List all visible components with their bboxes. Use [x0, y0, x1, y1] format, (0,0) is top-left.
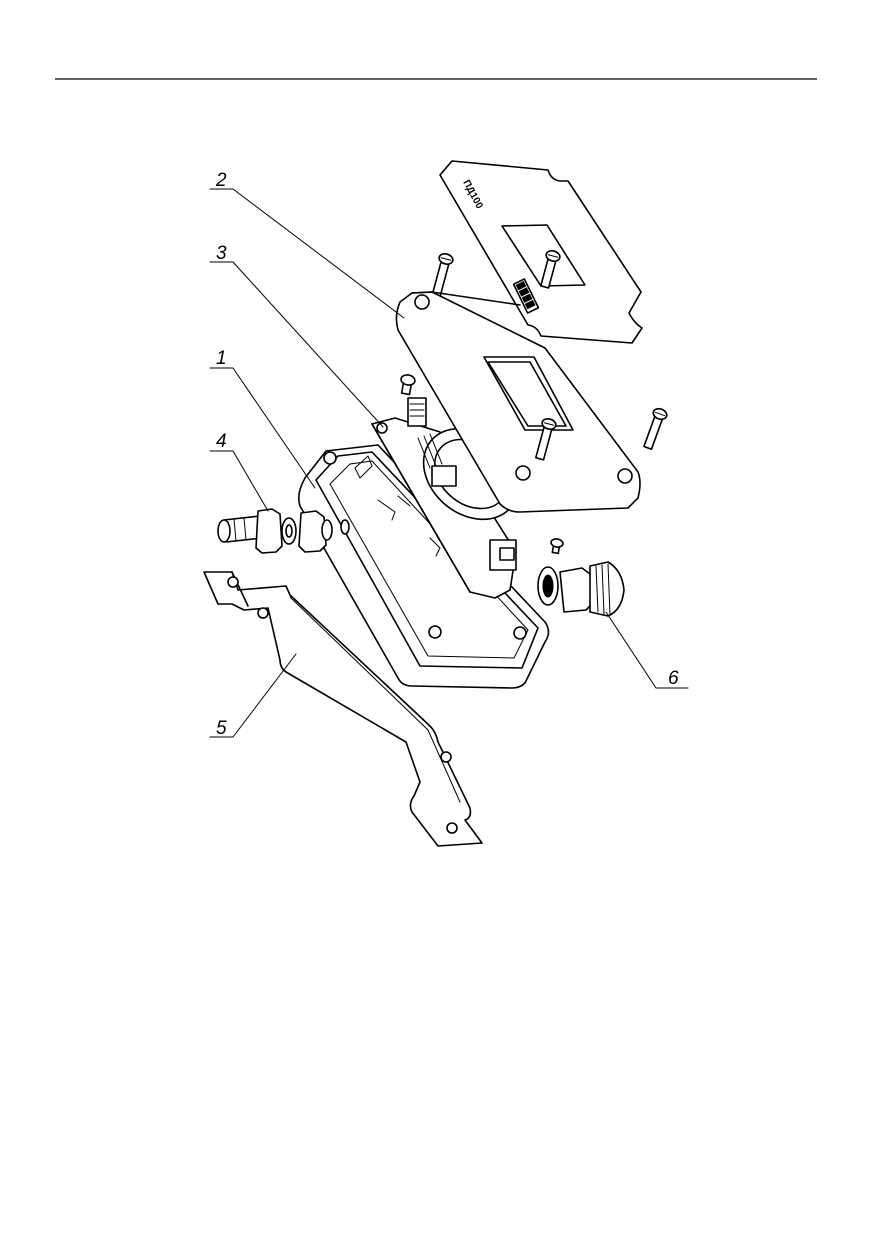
callout-number-3: 3	[216, 243, 227, 264]
callout-2: 2	[209, 170, 405, 319]
callout-5: 5	[209, 653, 297, 739]
callout-number-1: 1	[216, 348, 227, 369]
screw	[643, 407, 668, 450]
callout-3: 3	[209, 243, 384, 428]
cable-gland	[537, 561, 625, 617]
callout-1: 1	[209, 348, 316, 489]
callout-number-5: 5	[216, 718, 227, 739]
callout-number-4: 4	[216, 431, 227, 452]
housing-base	[298, 444, 550, 689]
screw	[550, 538, 564, 555]
screw	[535, 418, 557, 461]
circuit-board	[371, 397, 520, 599]
screw	[540, 250, 561, 289]
callout-number-2: 2	[215, 170, 227, 191]
callout-6: 6	[605, 611, 689, 689]
screw	[430, 253, 454, 300]
housing-cover	[395, 291, 641, 513]
callout-4: 4	[209, 431, 269, 512]
mounting-bracket	[203, 571, 483, 847]
pressure-fitting	[217, 508, 333, 554]
callout-number-6: 6	[668, 668, 679, 689]
nameplate-marking-block	[512, 278, 540, 314]
nameplate: ПД100	[439, 160, 643, 344]
screw	[400, 374, 416, 396]
